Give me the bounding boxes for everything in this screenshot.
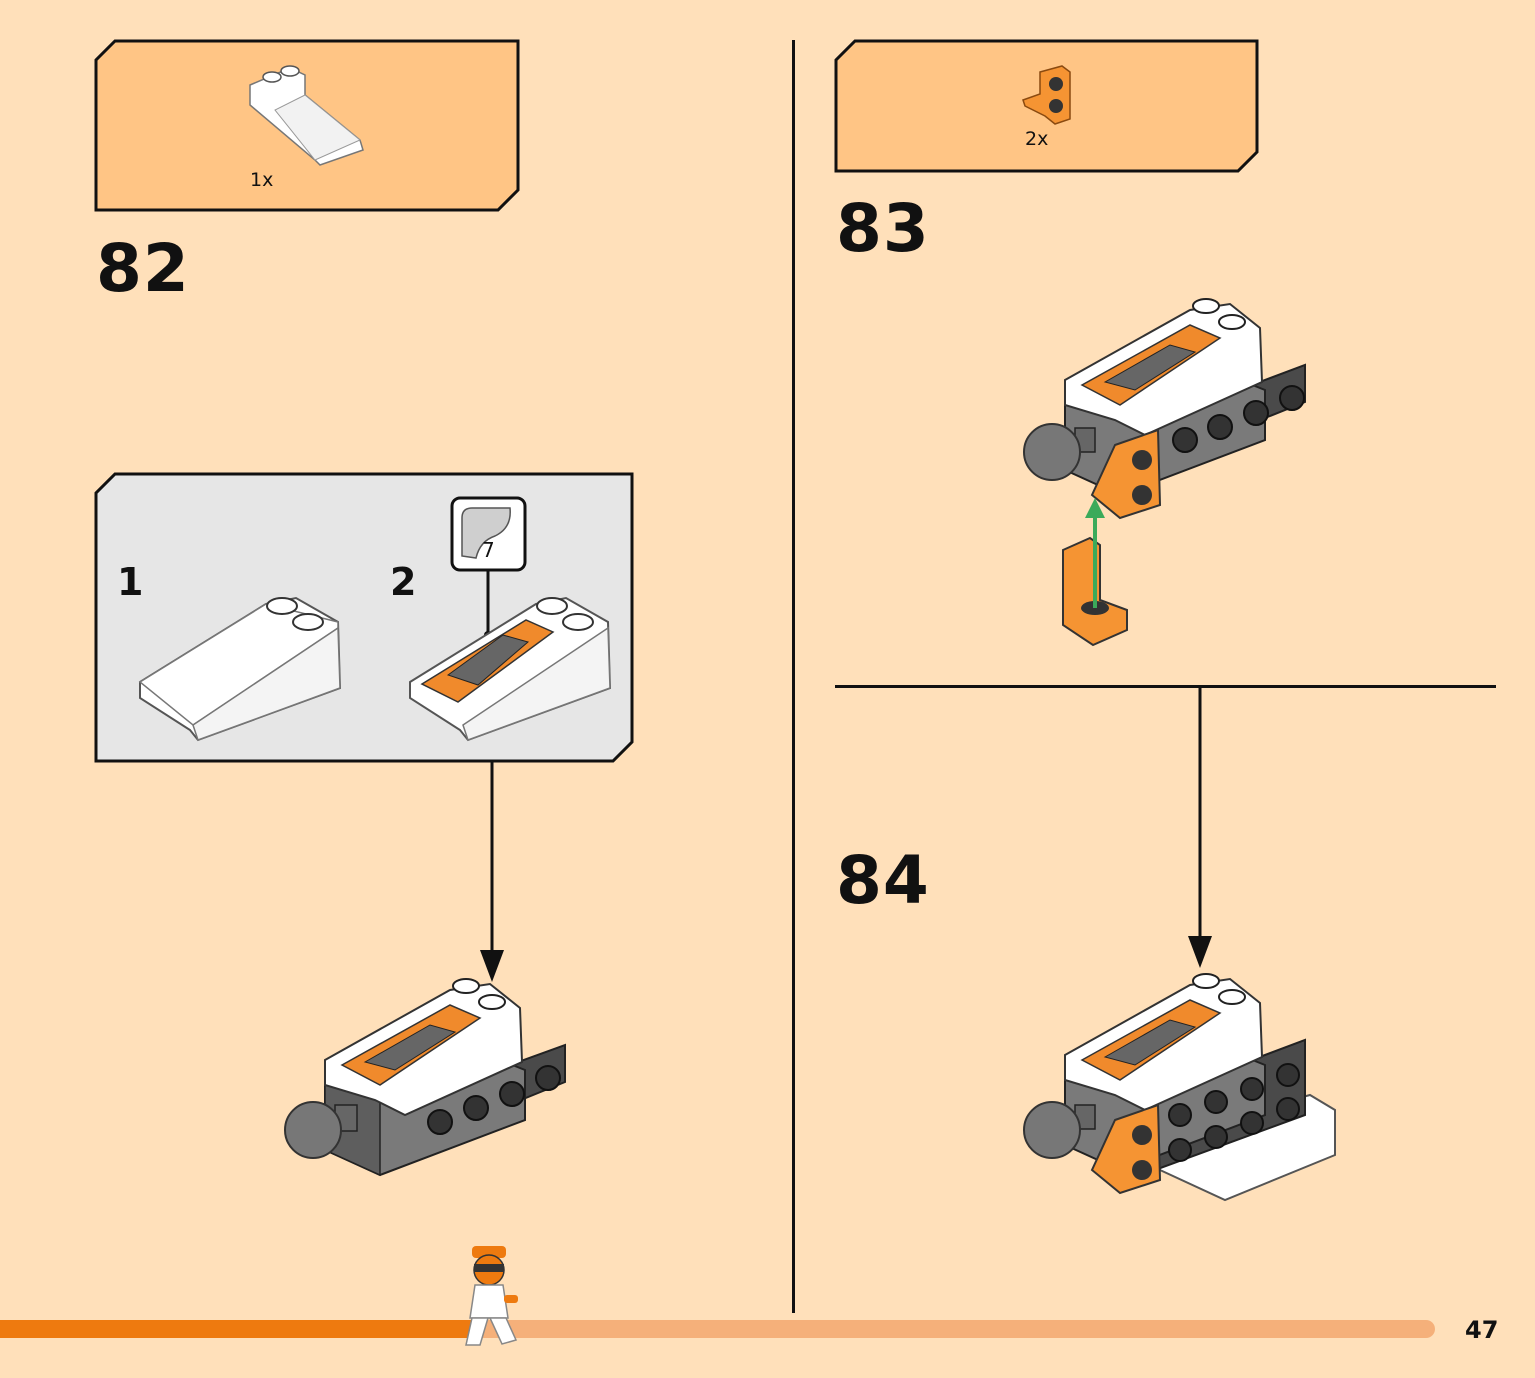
white-slope-brick-plain-icon [138, 596, 342, 742]
page-number: 47 [1465, 1316, 1499, 1344]
orange-bracket-icon [1022, 65, 1071, 125]
white-slope-with-sticker-icon [409, 596, 612, 742]
step-number-82: 82 [96, 230, 190, 307]
orange-bracket-loose-icon [1062, 498, 1128, 647]
assembly-step-82 [284, 978, 566, 1177]
substep-number-1: 1 [117, 560, 144, 604]
column-divider [792, 40, 795, 1313]
progress-fill [0, 1320, 474, 1338]
step-number-83: 83 [836, 190, 930, 267]
down-arrow [1188, 686, 1212, 968]
step-number-84: 84 [836, 842, 930, 919]
sticker-callout [450, 496, 527, 639]
assembly-step-84 [1023, 973, 1336, 1202]
white-slope-brick-icon [249, 65, 364, 166]
assembly-step-83 [1023, 298, 1306, 520]
part-quantity: 2x [1025, 128, 1049, 150]
step-divider [835, 685, 1496, 688]
down-arrow [480, 760, 504, 982]
minifigure-icon [465, 1246, 518, 1346]
substep-number-2: 2 [390, 560, 417, 604]
sticker-number: 7 [482, 538, 495, 562]
part-quantity: 1x [250, 169, 274, 191]
